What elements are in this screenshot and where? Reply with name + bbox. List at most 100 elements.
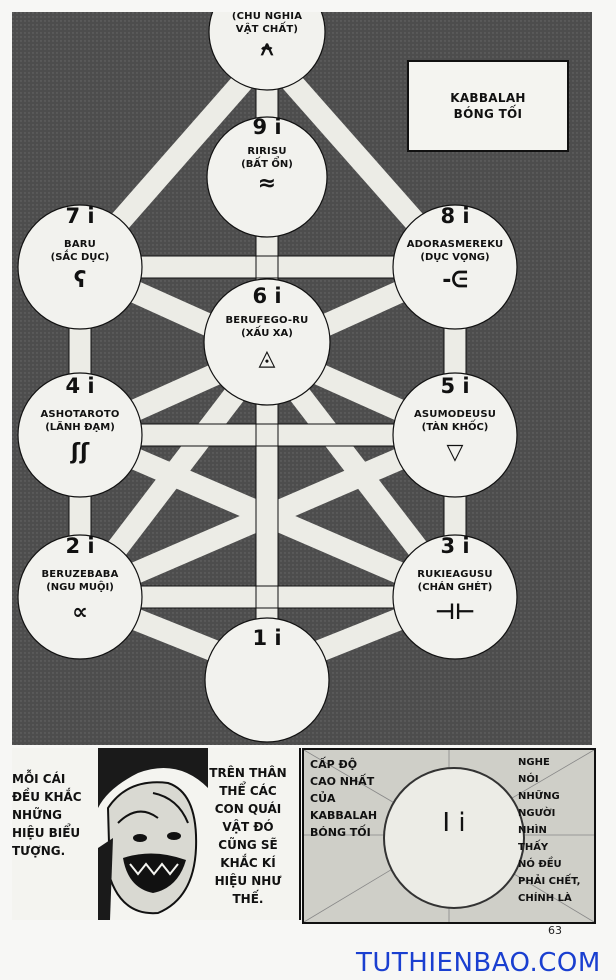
node-8-symbol: -ᕮ bbox=[442, 268, 468, 293]
speech-line: THẾ. bbox=[232, 892, 264, 906]
bottom-right-panel: I i CẤP ĐỘ CAO NHẤT CỦA KABBALAH BÓNG TỐ… bbox=[302, 748, 596, 924]
kabbalah-diagram-panel: KABBALAH BÓNG TỐI (CHỦ NGHĨA VẬT CHẤT) ⍲… bbox=[12, 12, 592, 745]
node-8-number: 8 i bbox=[440, 204, 470, 228]
speech-line: NHỮNG bbox=[518, 791, 560, 802]
speech-bubble-left-2: TRÊN THÂN THỂ CÁC CON QUÁI VẬT ĐÓ CŨNG S… bbox=[198, 764, 298, 908]
speech-line: PHẢI CHẾT, bbox=[518, 876, 581, 887]
node-9-name: RIRISU bbox=[247, 146, 287, 157]
node-4-name: ASHOTAROTO bbox=[40, 409, 120, 420]
node-9: 9 i RIRISU (BẤT ỔN) ≈ bbox=[207, 115, 327, 197]
node-circle-3 bbox=[392, 534, 518, 660]
node-1-number: 1 i bbox=[252, 626, 282, 650]
speech-line: CAO NHẤT bbox=[310, 775, 375, 788]
sphere-label: I i bbox=[442, 808, 466, 838]
node-3-sub: (CHÁN GHÉT) bbox=[417, 582, 493, 593]
speech-line: KABBALAH bbox=[310, 809, 378, 822]
speech-line: CHÍNH LÀ bbox=[518, 893, 572, 904]
node-2-symbol: ∝ bbox=[72, 600, 88, 625]
speech-line: NHÌN bbox=[518, 825, 547, 836]
node-5: 5 i ASUMODEUSU (TÀN KHỐC) ▽ bbox=[395, 374, 515, 466]
speech-bubble-right-2: NGHE NÓI NHỮNG NGƯỜI NHÌN THẤY NÓ ĐỀU PH… bbox=[518, 754, 592, 907]
large-sphere bbox=[383, 767, 525, 909]
speech-line: NÓ ĐỀU bbox=[518, 859, 562, 870]
speech-line: CẤP ĐỘ bbox=[310, 758, 358, 771]
node-circle-8 bbox=[392, 204, 518, 330]
speech-line: BÓNG TỐI bbox=[310, 826, 371, 839]
node-2-name: BERUZEBABA bbox=[41, 569, 119, 580]
speech-line: HIỆU NHƯ bbox=[214, 874, 282, 888]
speech-line: MỖI CÁI bbox=[12, 772, 66, 786]
speech-line: THỂ CÁC bbox=[219, 784, 277, 798]
node-circle-2 bbox=[17, 534, 143, 660]
node-7-sub: (SẮC DỤC) bbox=[50, 252, 110, 263]
speech-line: HIỆU BIỂU bbox=[12, 826, 81, 840]
node-5-sub: (TÀN KHỐC) bbox=[421, 422, 489, 433]
node-8-name: ADORASMEREKU bbox=[406, 239, 504, 250]
node-top-line1: (CHỦ NGHĨA bbox=[231, 12, 303, 22]
character-face-illustration bbox=[98, 748, 208, 920]
node-7-name: BARU bbox=[64, 239, 96, 250]
node-top-symbol: ⍲ bbox=[260, 36, 274, 61]
bottom-panels: MỖI CÁI ĐỀU KHẮC NHỮNG HIỆU BIỂU TƯỢNG. … bbox=[12, 748, 596, 924]
node-circle-6 bbox=[203, 278, 331, 406]
node-9-sub: (BẤT ỔN) bbox=[241, 159, 293, 170]
node-6-symbol: ◬ bbox=[258, 346, 276, 371]
node-6: 6 i BERUFEGO-RU (XẤU XA) ◬ bbox=[202, 284, 332, 372]
node-4-number: 4 i bbox=[65, 374, 95, 398]
watermark-link[interactable]: TUTHIENBAO.COM bbox=[356, 948, 601, 978]
node-7: 7 i BARU (SẮC DỤC) ʕ bbox=[20, 204, 140, 294]
speech-line: CŨNG SẼ bbox=[218, 838, 278, 852]
box-line-2: BÓNG TỐI bbox=[453, 107, 523, 121]
node-7-symbol: ʕ bbox=[73, 268, 87, 293]
speech-line: NGƯỜI bbox=[518, 808, 556, 819]
node-6-number: 6 i bbox=[252, 284, 282, 308]
node-7-number: 7 i bbox=[65, 204, 95, 228]
kabbalah-title-box: KABBALAH BÓNG TỐI bbox=[407, 60, 569, 152]
node-3-number: 3 i bbox=[440, 534, 470, 558]
node-4: 4 i ASHOTAROTO (LÃNH ĐẠM) ʃʃ bbox=[20, 374, 140, 466]
node-circle-1 bbox=[204, 617, 330, 743]
speech-line: TRÊN THÂN bbox=[209, 766, 287, 780]
speech-line: TƯỢNG. bbox=[12, 844, 66, 858]
speech-bubble-left-1: MỖI CÁI ĐỀU KHẮC NHỮNG HIỆU BIỂU TƯỢNG. bbox=[12, 770, 96, 860]
node-5-number: 5 i bbox=[440, 374, 470, 398]
speech-line: CỦA bbox=[310, 792, 336, 805]
speech-bubble-right-1: CẤP ĐỘ CAO NHẤT CỦA KABBALAH BÓNG TỐI bbox=[310, 756, 394, 841]
box-line-1: KABBALAH bbox=[450, 91, 526, 105]
node-8-sub: (DỤC VỌNG) bbox=[420, 252, 490, 263]
node-2: 2 i BERUZEBABA (NGU MUỘI) ∝ bbox=[20, 534, 140, 626]
node-2-sub: (NGU MUỘI) bbox=[46, 582, 114, 593]
node-circle-5 bbox=[392, 372, 518, 498]
node-3-name: RUKIEAGUSU bbox=[417, 569, 493, 580]
node-5-name: ASUMODEUSU bbox=[413, 409, 497, 420]
speech-line: VẬT ĐÓ bbox=[222, 820, 274, 834]
node-9-symbol: ≈ bbox=[257, 171, 277, 196]
paths-group bbox=[17, 12, 518, 743]
speech-line: NÓI bbox=[518, 774, 539, 785]
node-2-number: 2 i bbox=[65, 534, 95, 558]
sphere-illustration bbox=[304, 750, 594, 922]
node-3: 3 i RUKIEAGUSU (CHÁN GHÉT) ⊣⊢ bbox=[395, 534, 515, 626]
node-8: 8 i ADORASMEREKU (DỤC VỌNG) -ᕮ bbox=[395, 204, 515, 294]
speech-line: NGHE bbox=[518, 757, 550, 768]
node-3-symbol: ⊣⊢ bbox=[434, 600, 476, 625]
speech-line: ĐỀU KHẮC bbox=[12, 790, 82, 804]
node-6-sub: (XẤU XA) bbox=[241, 328, 293, 339]
node-6-name: BERUFEGO-RU bbox=[225, 315, 309, 326]
node-circle-9 bbox=[206, 116, 328, 238]
node-top-line2: VẬT CHẤT) bbox=[235, 24, 299, 35]
node-9-number: 9 i bbox=[252, 115, 282, 139]
node-5-symbol: ▽ bbox=[446, 440, 464, 465]
node-4-sub: (LÃNH ĐẠM) bbox=[45, 422, 115, 433]
node-1: 1 i bbox=[207, 626, 327, 650]
speech-line: KHẮC KÍ bbox=[220, 856, 276, 870]
node-4-symbol: ʃʃ bbox=[70, 440, 90, 465]
speech-line: CON QUÁI bbox=[214, 802, 282, 816]
page-number: 63 bbox=[548, 924, 562, 937]
speech-line: THẤY bbox=[518, 842, 549, 853]
node-circle-top bbox=[208, 12, 326, 91]
node-circle-4 bbox=[17, 372, 143, 498]
node-top: (CHỦ NGHĨA VẬT CHẤT) ⍲ bbox=[207, 12, 327, 62]
node-circle-7 bbox=[17, 204, 143, 330]
